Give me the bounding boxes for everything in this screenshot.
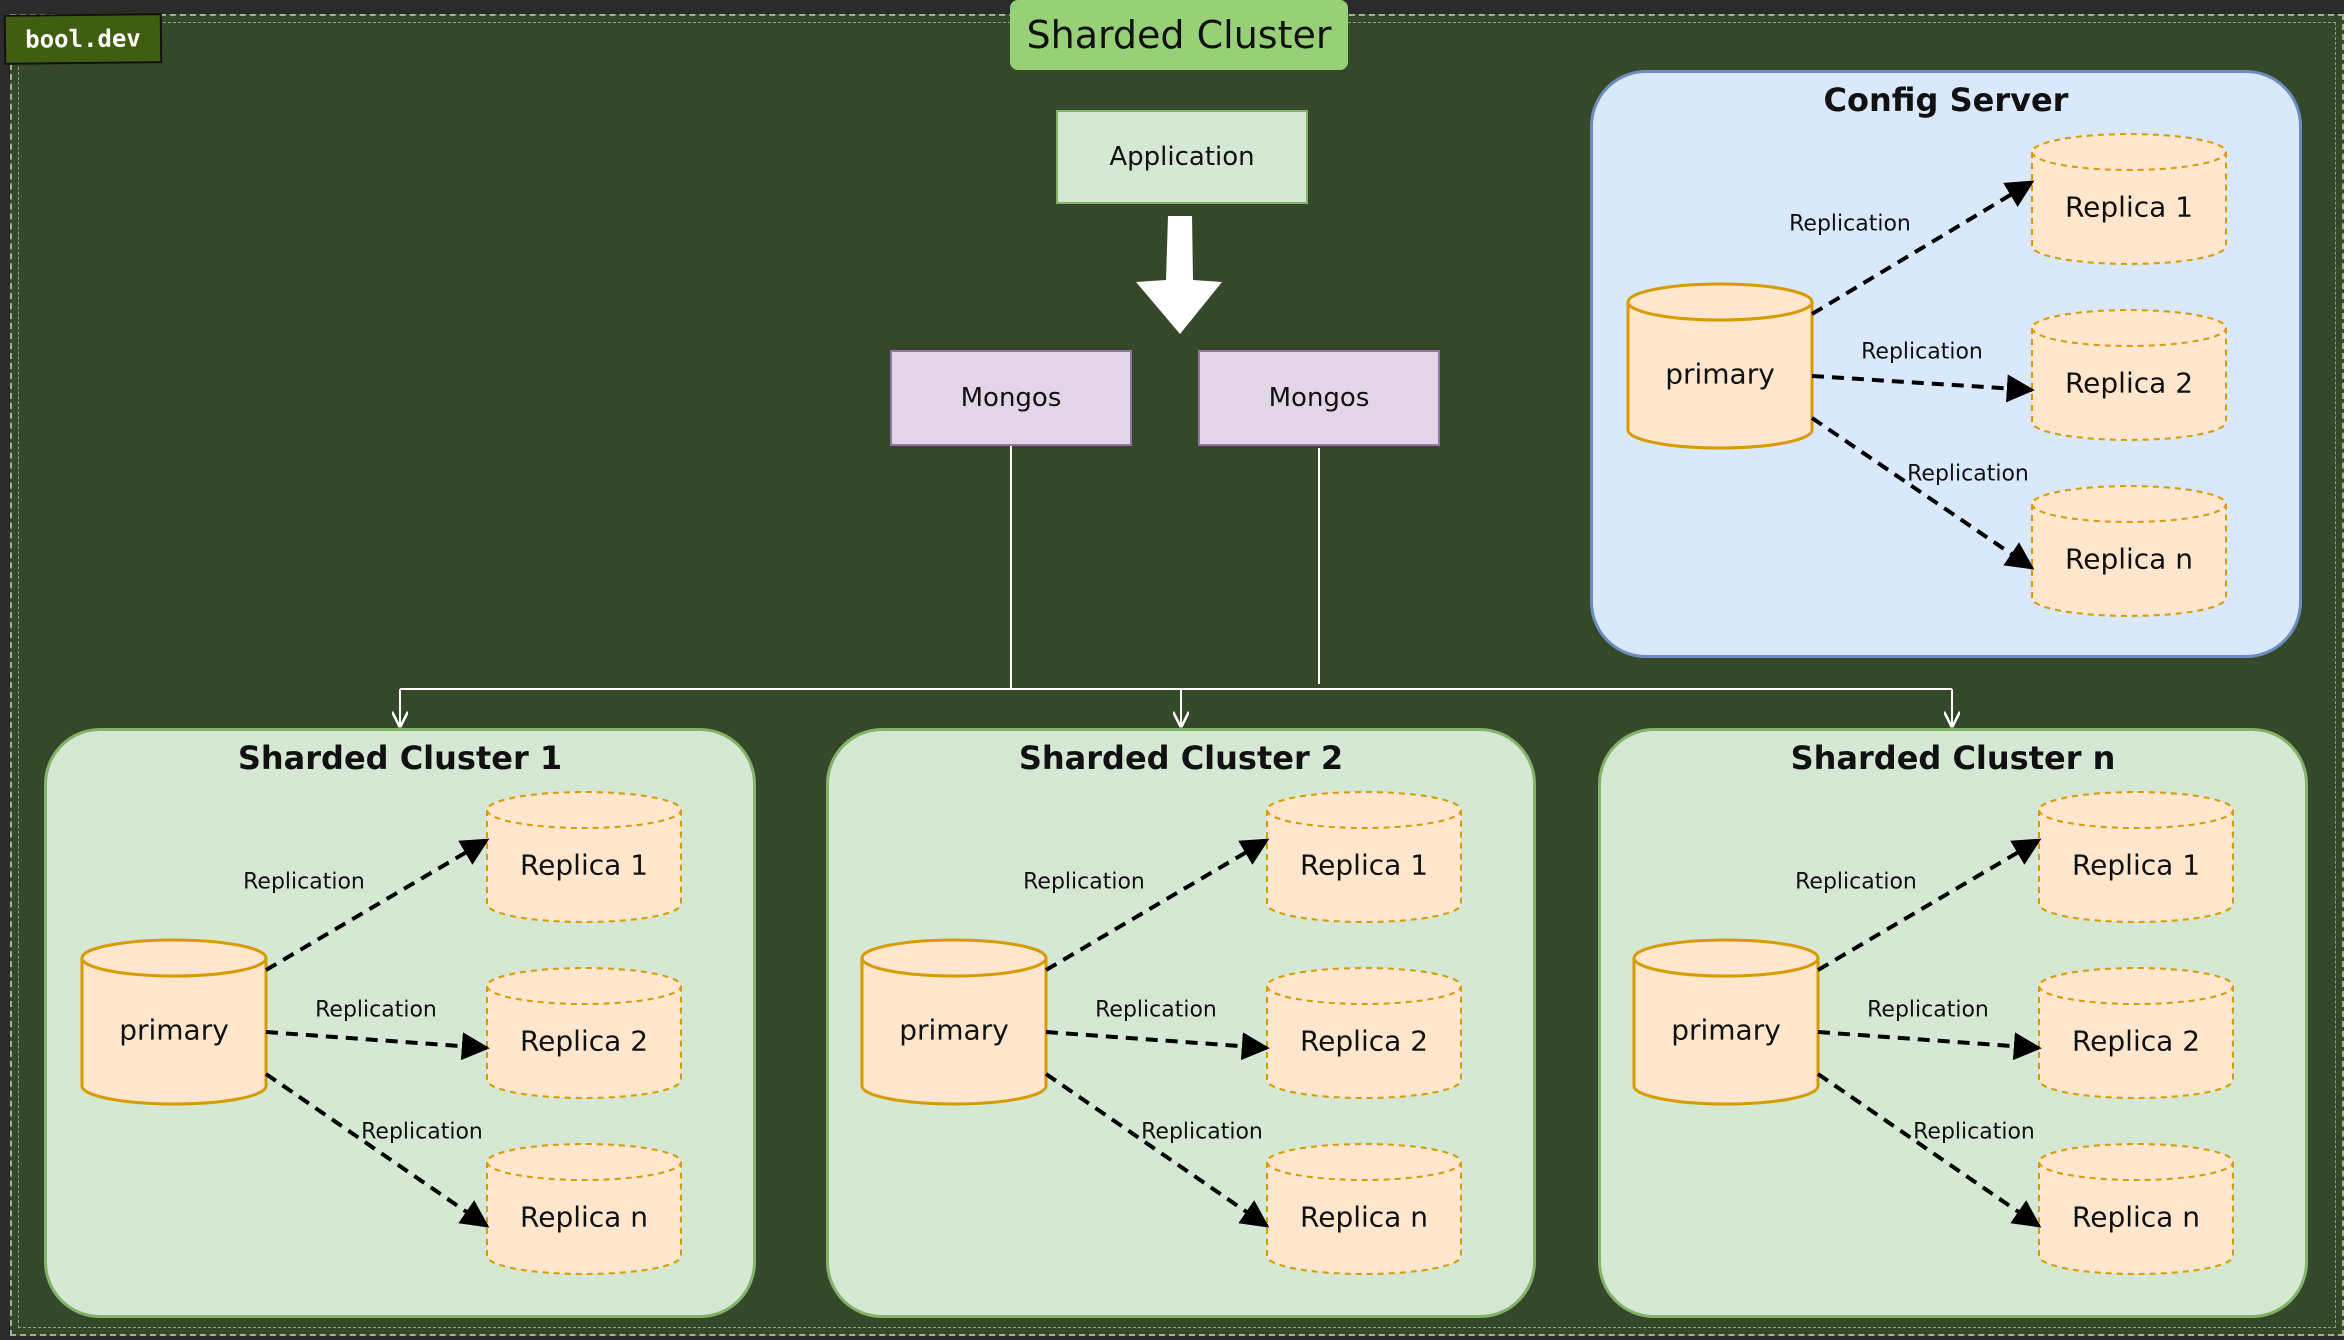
primary-label-shard-2: primary	[899, 1013, 1009, 1047]
replication-label-shard-1-1: Replication	[243, 869, 365, 895]
replica-label-config-1: Replica 1	[2064, 190, 2194, 224]
replica-db-config-1[interactable]	[2031, 133, 2227, 265]
replication-label-shard-n-2: Replication	[1867, 997, 1989, 1023]
replica-label-shard-n-3: Replica n	[2072, 1200, 2200, 1234]
replica-label-shard-1-3: Replica n	[520, 1200, 648, 1234]
shard-title-2: Sharded Cluster 2	[1018, 739, 1344, 777]
replica-db-config-3[interactable]	[2031, 485, 2227, 617]
replica-db-shard-2-2[interactable]	[1266, 967, 1462, 1099]
primary-db-shard-1[interactable]	[80, 938, 268, 1106]
replica-label-shard-1-2: Replica 2	[519, 1024, 649, 1058]
replica-label-shard-2-1: Replica 1	[1299, 848, 1429, 882]
replication-label-shard-1-3: Replication	[361, 1119, 483, 1145]
config-server-title: Config Server	[1823, 81, 2069, 119]
diagram-title: Sharded Cluster	[1010, 0, 1348, 70]
replication-arrow-shard-2-2	[1045, 1030, 1270, 1061]
replica-label-config-3: Replica n	[2065, 542, 2193, 576]
primary-label-shard-1: primary	[119, 1013, 229, 1047]
shard-title-1: Sharded Cluster 1	[237, 739, 563, 777]
primary-db-shard-n[interactable]	[1632, 938, 1820, 1106]
replication-arrow-shard-n-1	[1816, 838, 2042, 972]
replication-label-shard-2-2: Replication	[1095, 997, 1217, 1023]
replication-label-config-3: Replication	[1907, 461, 2029, 487]
replica-db-shard-2-1[interactable]	[1266, 791, 1462, 923]
replica-db-shard-n-3[interactable]	[2038, 1143, 2234, 1275]
replica-db-shard-2-3[interactable]	[1266, 1143, 1462, 1275]
replication-arrow-config-1	[1810, 180, 2035, 316]
replication-arrow-config-2	[1811, 374, 2035, 403]
replica-db-shard-n-2[interactable]	[2038, 967, 2234, 1099]
primary-db-shard-2[interactable]	[860, 938, 1048, 1106]
primary-label-config: primary	[1665, 357, 1775, 391]
replication-label-config-1: Replication	[1789, 211, 1911, 237]
replica-label-shard-2-3: Replica n	[1300, 1200, 1428, 1234]
replication-arrow-shard-1-3	[264, 1072, 490, 1228]
shard-title-n: Sharded Cluster n	[1790, 739, 2116, 777]
replica-groups	[80, 133, 2234, 1275]
replica-label-config-2: Replica 2	[2064, 366, 2194, 400]
replica-db-shard-1-1[interactable]	[486, 791, 682, 923]
replication-label-shard-n-1: Replication	[1795, 869, 1917, 895]
replica-label-shard-n-2: Replica 2	[2071, 1024, 2201, 1058]
replica-db-config-2[interactable]	[2031, 309, 2227, 441]
replication-label-shard-2-3: Replication	[1141, 1119, 1263, 1145]
replica-label-shard-1-1: Replica 1	[519, 848, 649, 882]
replica-db-shard-1-2[interactable]	[486, 967, 682, 1099]
replica-label-shard-2-2: Replica 2	[1299, 1024, 1429, 1058]
replication-label-config-2: Replication	[1861, 339, 1983, 365]
replica-db-shard-n-1[interactable]	[2038, 791, 2234, 923]
replication-label-shard-2-1: Replication	[1023, 869, 1145, 895]
primary-label-shard-n: primary	[1671, 1013, 1781, 1047]
replication-arrow-shard-2-1	[1044, 838, 1270, 972]
replica-label-shard-n-1: Replica 1	[2071, 848, 2201, 882]
replica-db-shard-1-3[interactable]	[486, 1143, 682, 1275]
mongos-node-1[interactable]: Mongos	[890, 350, 1132, 446]
replication-arrow-shard-n-3	[1816, 1072, 2042, 1228]
replication-label-shard-1-2: Replication	[315, 997, 437, 1023]
application-node[interactable]: Application	[1056, 110, 1308, 204]
replication-arrow-shard-2-3	[1044, 1072, 1270, 1228]
replication-label-shard-n-3: Replication	[1913, 1119, 2035, 1145]
replication-arrow-config-3	[1810, 416, 2035, 570]
replication-arrow-shard-1-1	[264, 838, 490, 972]
replication-arrow-shard-n-2	[1817, 1030, 2042, 1061]
mongos-node-2[interactable]: Mongos	[1198, 350, 1440, 446]
primary-db-config[interactable]	[1626, 282, 1814, 450]
replication-arrow-shard-1-2	[265, 1030, 490, 1061]
app-to-mongos-arrow	[1136, 216, 1222, 334]
